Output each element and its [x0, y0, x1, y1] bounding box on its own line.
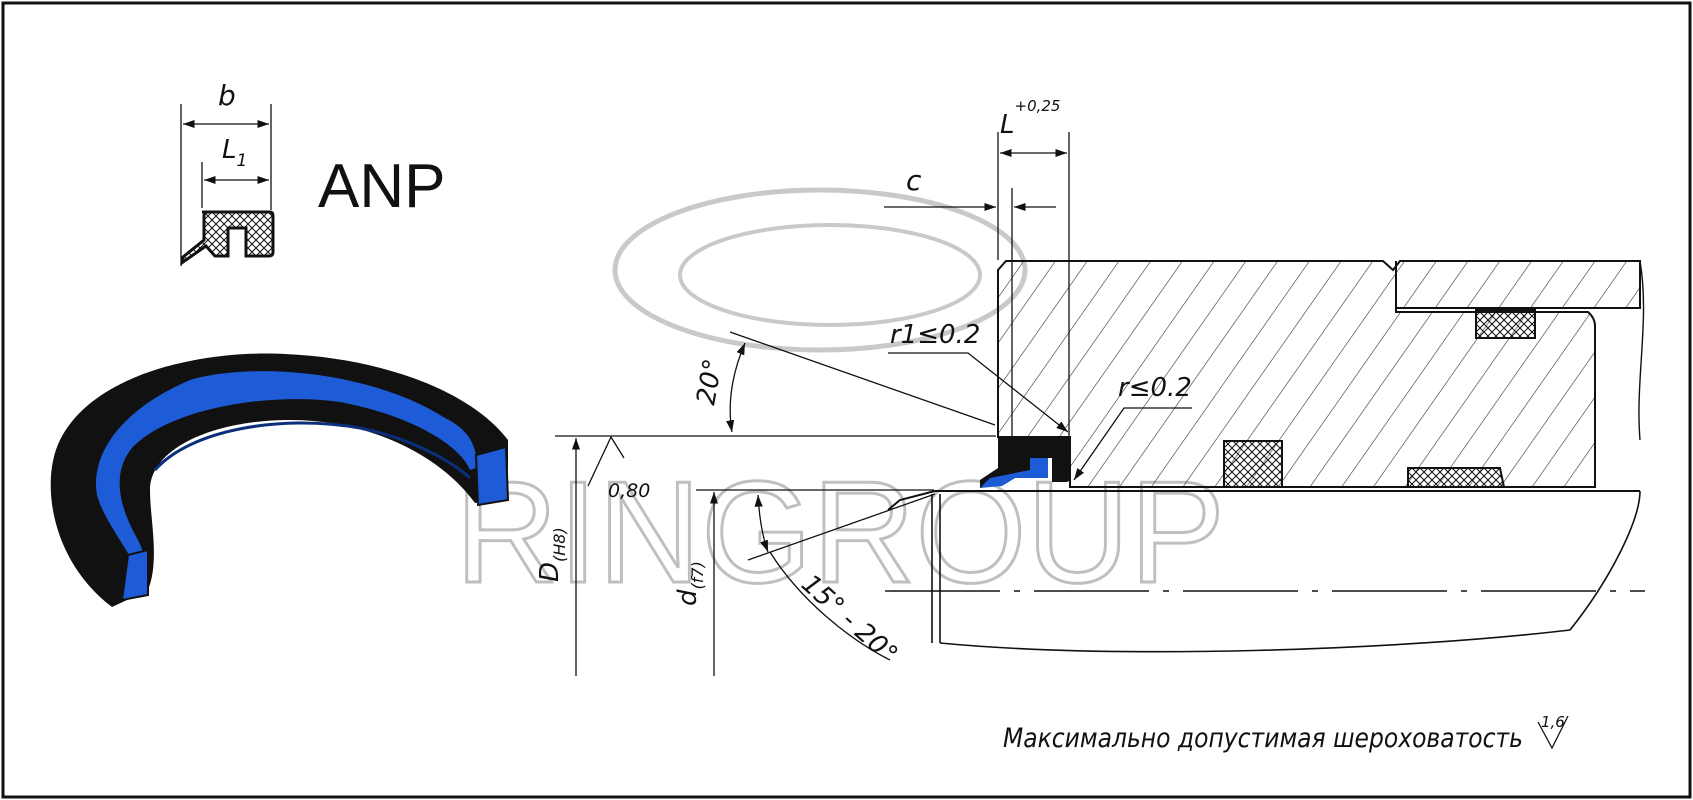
housing-hatched: [997, 260, 1641, 488]
groove-seal: [980, 437, 1070, 488]
guide-ring-lower: [1407, 467, 1506, 488]
dim-b-label: b: [218, 79, 236, 112]
rod-chamfer: [887, 490, 936, 511]
note-roughness-value: 1,6: [1541, 713, 1565, 731]
seal-lip-edge: [153, 421, 472, 480]
rod-break-line: [939, 490, 1641, 653]
profile-seal-shape: [181, 210, 275, 265]
housing-break-line: [1638, 260, 1645, 441]
radius-2-leader: [1073, 407, 1192, 481]
groove-drawing: [885, 260, 1645, 653]
dim-l1-label: L1: [222, 135, 247, 171]
angle-20-label: 20°: [691, 357, 729, 408]
profile-code: ANP: [318, 152, 445, 221]
note-text: Максимально допустимая шероховатость: [1003, 723, 1523, 754]
radius-1-label: r1≤0.2: [890, 320, 980, 350]
roughness-symbol: [587, 435, 625, 487]
wiper-seal: [1223, 440, 1283, 488]
chamfer-angle-arc: [754, 494, 769, 553]
seal-end-face-left: [120, 548, 149, 602]
seal-end-face: [474, 445, 510, 507]
angle-20-arc: [726, 342, 746, 433]
dim-rod-label: d(f7): [673, 561, 707, 606]
radius-2-label: r≤0.2: [1118, 373, 1192, 403]
seal-3d-render: [50, 353, 510, 607]
roughness-note: Максимально допустимая шероховатость 1,6: [1003, 713, 1569, 754]
radius-1-leader: [888, 352, 1069, 433]
profile-section: b L1 ANP: [180, 79, 445, 266]
dim-bore-label: D(H8): [535, 527, 569, 582]
dim-chamfer-label: c: [906, 164, 922, 197]
angle-20-leg: [729, 331, 996, 426]
roughness-label: 0,80: [608, 480, 650, 502]
dim-length-label: L+0,25: [1000, 97, 1060, 140]
chamfer-angle-leg: [747, 493, 936, 561]
guide-ring-upper: [1475, 309, 1536, 339]
groove-seal-lip: [980, 458, 1048, 488]
note-roughness-symbol: [1537, 715, 1569, 750]
chamfer-angle-leader: [769, 551, 891, 661]
watermark-logo-ring-inner: [678, 223, 982, 327]
